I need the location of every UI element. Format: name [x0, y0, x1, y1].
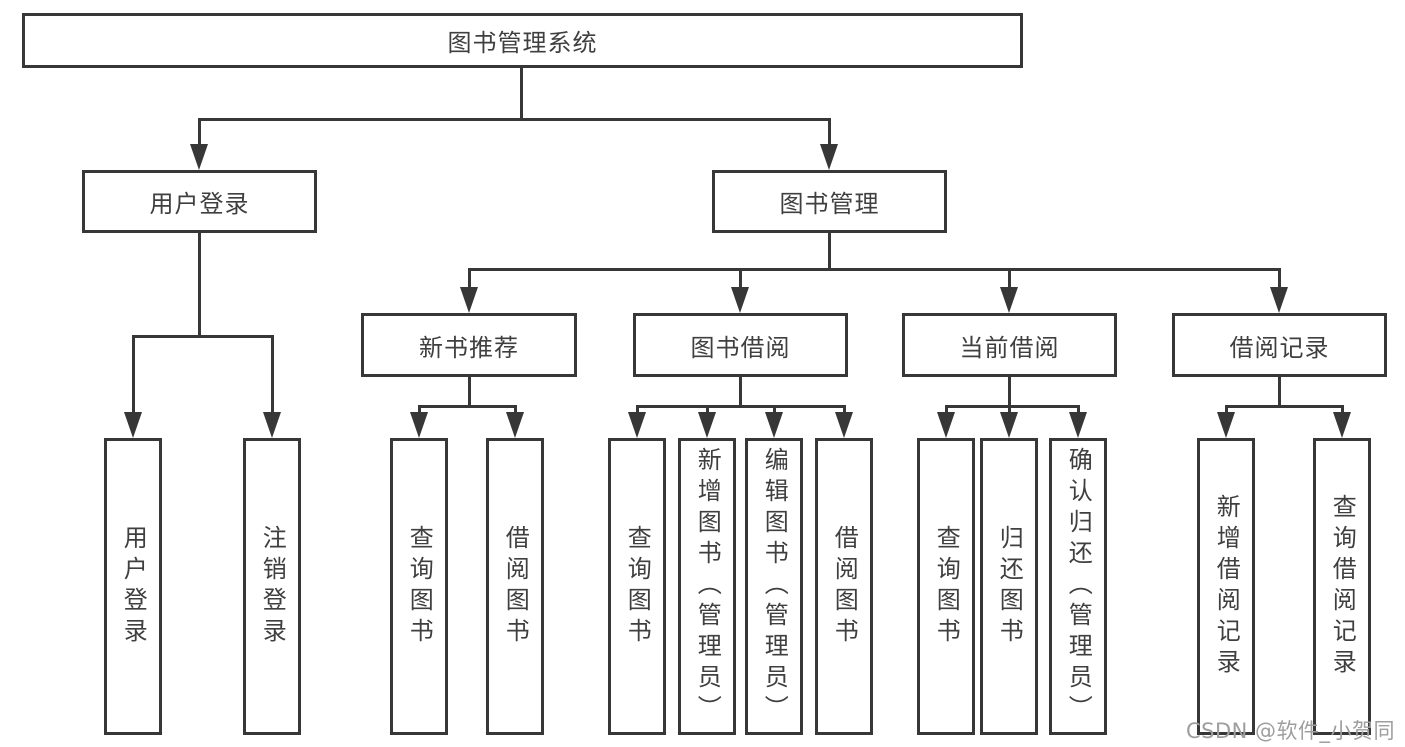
- node-borrow-record-label: 借阅记录: [1229, 333, 1330, 362]
- node-user-login-label: 用户登录: [149, 190, 250, 218]
- arrow-down-icon: [460, 287, 478, 313]
- leaf-add-borrow-record: 新增借阅记录: [1197, 438, 1255, 735]
- connector-line: [1278, 377, 1281, 405]
- connector-line: [945, 405, 948, 415]
- arrow-down-icon: [1217, 412, 1235, 438]
- leaf-query-books-recommend-label: 查询图书: [405, 524, 434, 649]
- node-book-borrow: 图书借阅: [633, 313, 848, 377]
- connector-line: [1077, 405, 1080, 415]
- leaf-query-books-borrow-label: 查询图书: [623, 524, 652, 649]
- leaf-add-books-admin: 新增图书（管理员）: [678, 438, 736, 735]
- arrow-down-icon: [820, 144, 838, 170]
- connector-line: [739, 377, 742, 405]
- connector-line: [636, 405, 639, 415]
- node-new-book-recommend: 新书推荐: [361, 313, 577, 377]
- leaf-borrow-books-recommend-label: 借阅图书: [501, 524, 530, 649]
- connector-line: [773, 405, 776, 415]
- leaf-borrow-books-label: 借阅图书: [830, 524, 859, 649]
- leaf-confirm-return-admin-label: 确认归还（管理员）: [1064, 447, 1093, 726]
- node-user-login: 用户登录: [82, 170, 317, 233]
- arrow-down-icon: [1000, 287, 1018, 313]
- leaf-return-books: 归还图书: [980, 438, 1038, 735]
- arrow-down-icon: [190, 144, 208, 170]
- csdn-watermark: CSDN @软件_小贺同学: [1186, 719, 1396, 743]
- leaf-return-books-label: 归还图书: [995, 524, 1024, 649]
- connector-line: [1225, 405, 1228, 415]
- connector-line: [739, 268, 742, 290]
- leaf-edit-books-admin: 编辑图书（管理员）: [745, 438, 803, 735]
- connector-line: [945, 405, 1079, 408]
- node-library-system-label: 图书管理系统: [447, 29, 598, 57]
- leaf-borrow-books: 借阅图书: [815, 438, 873, 735]
- connector-line: [636, 405, 846, 408]
- connector-line: [132, 335, 135, 415]
- arrow-down-icon: [731, 287, 749, 313]
- leaf-add-borrow-record-label: 新增借阅记录: [1212, 493, 1241, 680]
- leaf-query-borrow-record-label: 查询借阅记录: [1328, 493, 1357, 680]
- connector-line: [468, 268, 471, 290]
- connector-line: [468, 268, 1281, 271]
- arrow-down-icon: [1270, 287, 1288, 313]
- arrow-down-icon: [698, 412, 716, 438]
- leaf-query-books-recommend: 查询图书: [390, 438, 448, 735]
- connector-line: [1008, 405, 1011, 415]
- connector-line: [198, 233, 201, 335]
- leaf-user-login-label: 用户登录: [119, 524, 148, 649]
- leaf-add-books-admin-label: 新增图书（管理员）: [693, 447, 722, 726]
- arrow-down-icon: [506, 412, 524, 438]
- connector-line: [418, 405, 421, 415]
- connector-line: [418, 405, 517, 408]
- node-borrow-record: 借阅记录: [1172, 313, 1387, 377]
- leaf-user-login: 用户登录: [104, 438, 162, 735]
- leaf-logout: 注销登录: [243, 438, 301, 735]
- arrow-down-icon: [1333, 412, 1351, 438]
- arrow-down-icon: [410, 412, 428, 438]
- arrow-down-icon: [263, 412, 281, 438]
- arrow-down-icon: [1000, 412, 1018, 438]
- leaf-query-books-current: 查询图书: [917, 438, 975, 735]
- connector-line: [514, 405, 517, 415]
- node-current-borrow-label: 当前借阅: [959, 333, 1060, 362]
- connector-line: [132, 335, 274, 338]
- arrow-down-icon: [937, 412, 955, 438]
- arrow-down-icon: [1069, 412, 1087, 438]
- node-new-book-recommend-label: 新书推荐: [419, 333, 519, 362]
- connector-line: [843, 405, 846, 415]
- node-current-borrow: 当前借阅: [902, 313, 1117, 377]
- arrow-down-icon: [124, 412, 142, 438]
- leaf-edit-books-admin-label: 编辑图书（管理员）: [760, 447, 789, 726]
- leaf-borrow-books-recommend: 借阅图书: [486, 438, 544, 735]
- connector-line: [1008, 377, 1011, 405]
- connector-line: [520, 68, 523, 118]
- leaf-confirm-return-admin: 确认归还（管理员）: [1049, 438, 1107, 735]
- arrow-down-icon: [628, 412, 646, 438]
- connector-line: [1225, 405, 1344, 408]
- node-book-management: 图书管理: [712, 170, 947, 233]
- arrow-down-icon: [765, 412, 783, 438]
- node-book-management-label: 图书管理: [779, 190, 880, 218]
- connector-line: [828, 233, 831, 268]
- leaf-query-borrow-record: 查询借阅记录: [1313, 438, 1371, 735]
- leaf-logout-label: 注销登录: [258, 524, 287, 649]
- leaf-query-books-current-label: 查询图书: [932, 524, 961, 649]
- leaf-query-books-borrow: 查询图书: [608, 438, 666, 735]
- connector-line: [1341, 405, 1344, 415]
- node-book-borrow-label: 图书借阅: [690, 333, 791, 362]
- connector-line: [271, 335, 274, 415]
- node-library-system: 图书管理系统: [22, 13, 1023, 68]
- connector-line: [828, 118, 831, 148]
- connector-line: [198, 118, 201, 148]
- connector-line: [706, 405, 709, 415]
- connector-line: [1008, 268, 1011, 290]
- connector-line: [468, 377, 471, 405]
- connector-line: [198, 118, 831, 121]
- connector-line: [1278, 268, 1281, 290]
- arrow-down-icon: [835, 412, 853, 438]
